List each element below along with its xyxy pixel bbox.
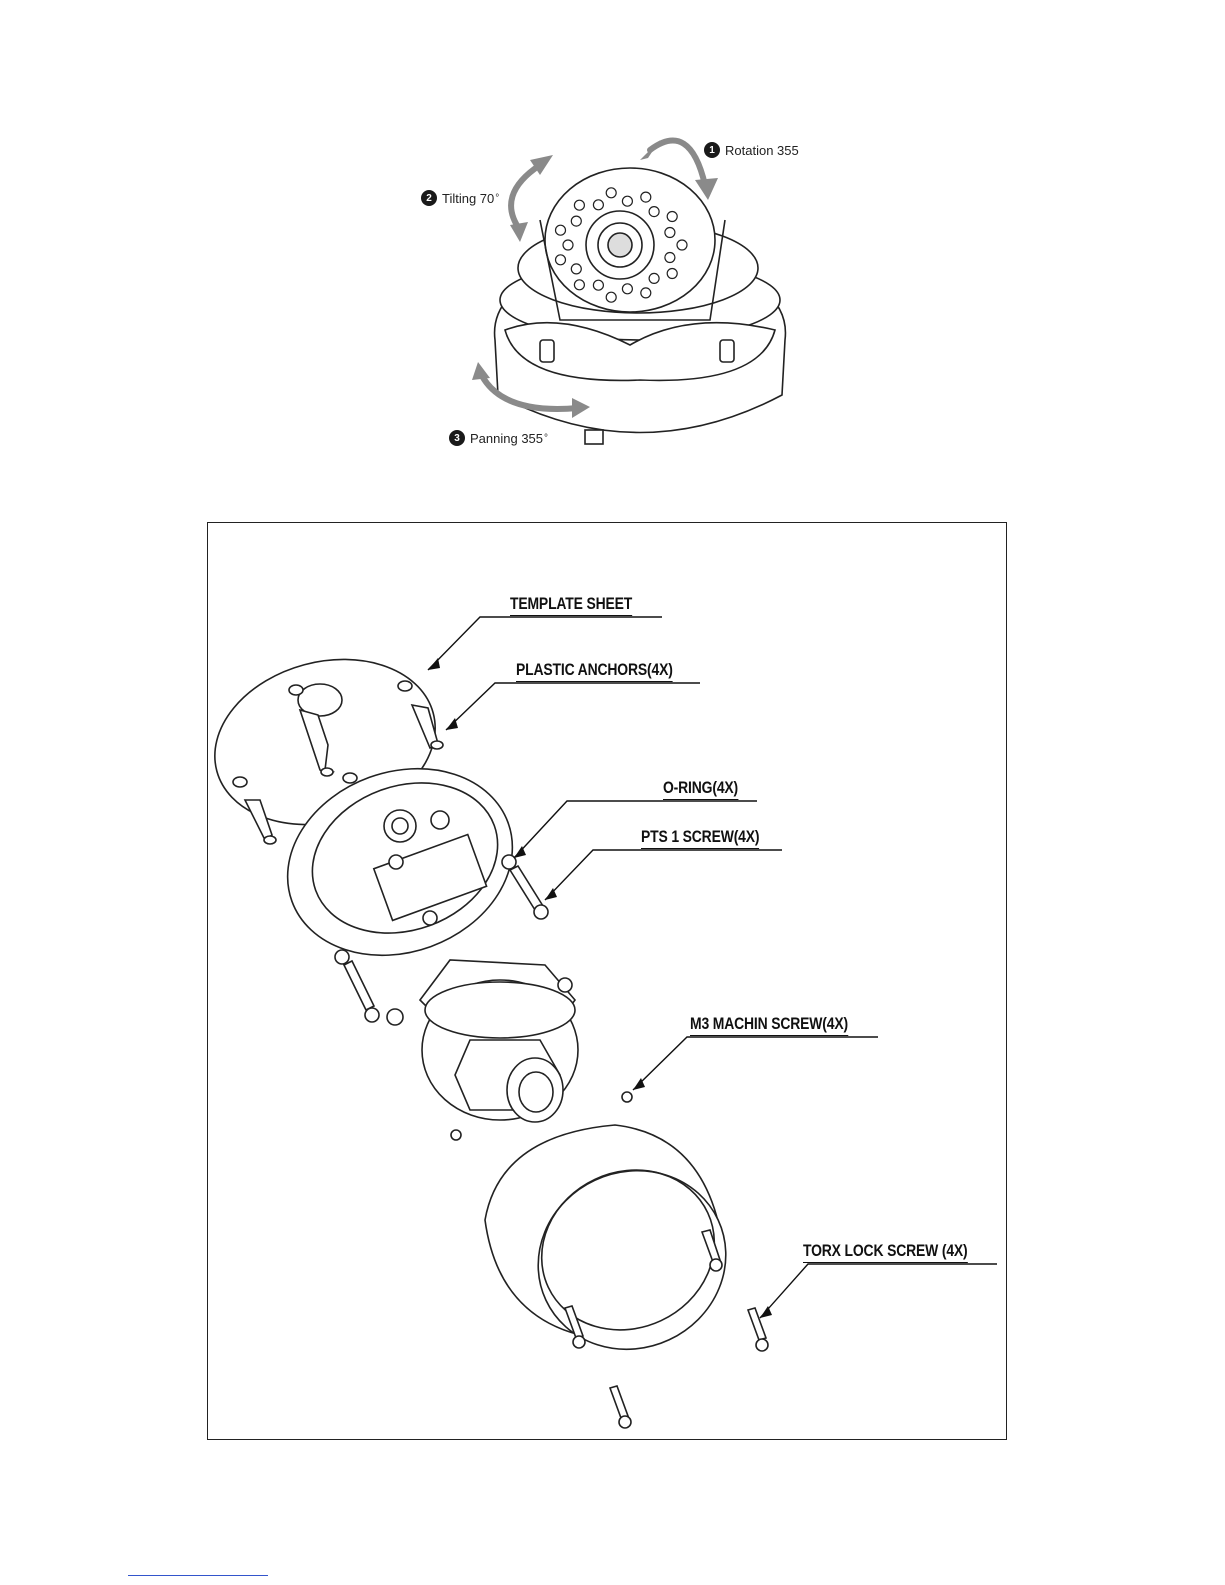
leader-arrowhead: [760, 1306, 772, 1318]
template-hole: [233, 777, 247, 787]
m3-machine-screw: [622, 1092, 632, 1102]
m3-screw-leader: [633, 1037, 878, 1090]
plastic-anchors-callout: PLASTIC ANCHORS(4X): [516, 660, 673, 682]
leader-arrowhead: [428, 658, 440, 670]
camera-module-lens-inner: [519, 1072, 553, 1112]
torx-lock-screw-callout: TORX LOCK SCREW (4X): [803, 1241, 968, 1263]
pts-screw: [510, 866, 548, 919]
o-ring: [423, 911, 437, 925]
module-screw: [558, 978, 572, 992]
pts-screw-callout: PTS 1 SCREW(4X): [641, 827, 759, 849]
module-screw: [387, 1009, 403, 1025]
m3-machine-screw: [451, 1130, 461, 1140]
template-hole: [398, 681, 412, 691]
o-ring: [389, 855, 403, 869]
base-connector-inner: [392, 818, 408, 834]
footer-link-underline: [128, 1575, 268, 1576]
base-capacitor: [431, 811, 449, 829]
pts-screw: [344, 961, 379, 1022]
o-ring-callout: O-RING(4X): [663, 778, 738, 800]
template-sheet-callout: TEMPLATE SHEET: [510, 594, 632, 616]
template-hole: [343, 773, 357, 783]
torx-lock-screw: [610, 1386, 631, 1428]
m3-machine-screw-callout: M3 MACHIN SCREW(4X): [690, 1014, 848, 1036]
template-hole: [289, 685, 303, 695]
o-ring: [335, 950, 349, 964]
torx-screw-leader: [760, 1264, 997, 1318]
camera-module-ring: [425, 982, 575, 1038]
pts-screw-leader: [545, 850, 782, 900]
plastic-anchors-leader: [446, 683, 700, 730]
